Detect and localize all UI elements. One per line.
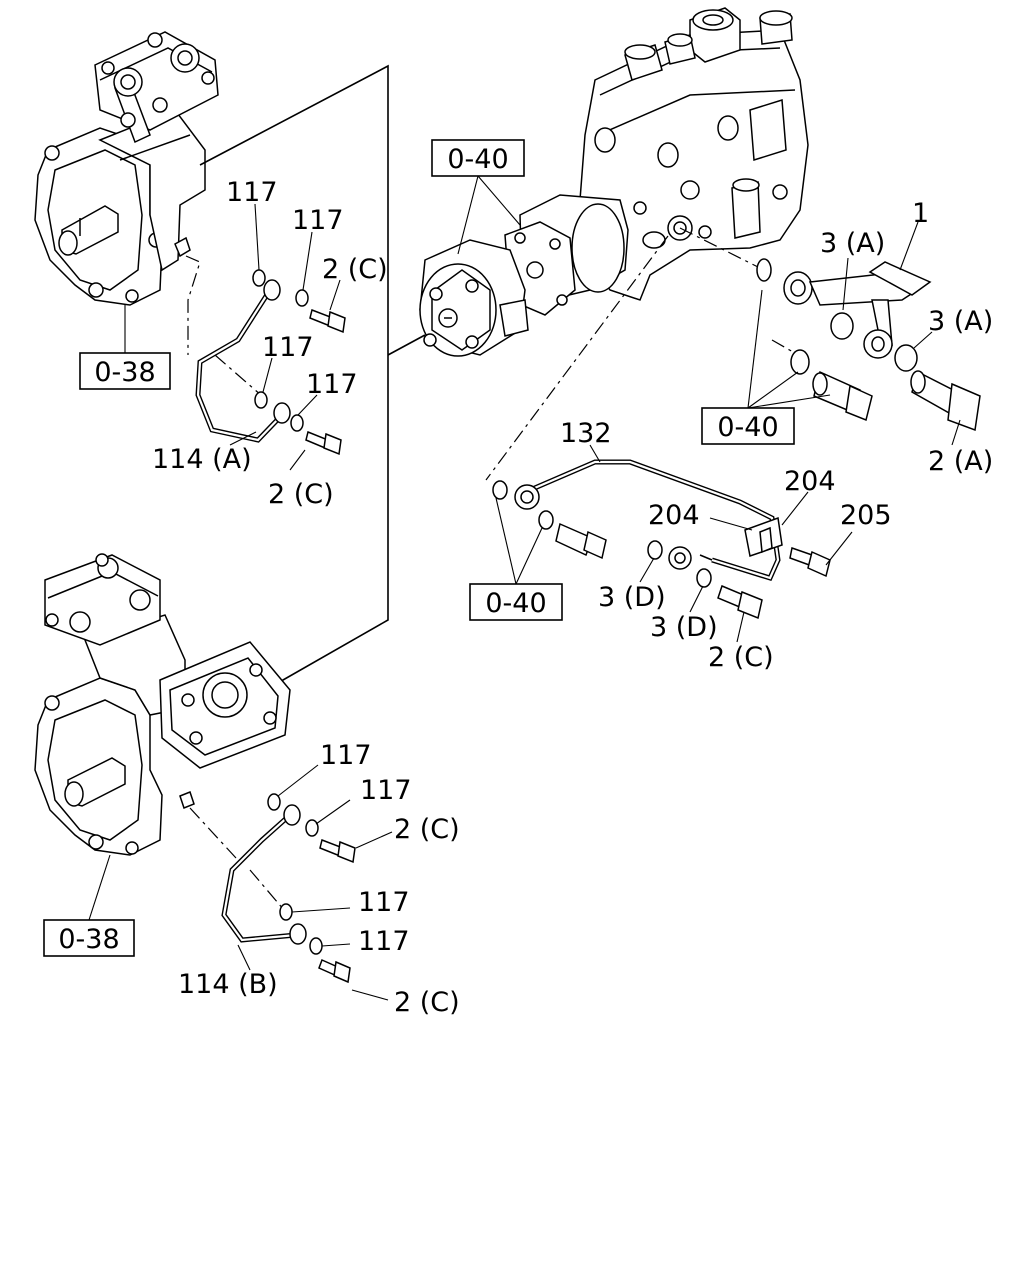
banjo-ref-box bbox=[701, 407, 795, 445]
label-132: 132 bbox=[560, 418, 612, 449]
washer-3a bbox=[756, 258, 772, 282]
washer-3d bbox=[647, 540, 663, 560]
upper-compressor-ref-box bbox=[79, 352, 171, 390]
washer-3d bbox=[696, 568, 712, 588]
upper-air-compressor: 0-38 bbox=[34, 31, 219, 390]
washer-117 bbox=[309, 937, 323, 955]
label-205: 205 bbox=[840, 500, 892, 531]
bolt-2c bbox=[318, 958, 351, 984]
washer-117 bbox=[295, 289, 309, 307]
label-2c: 2 (C) bbox=[394, 814, 460, 845]
washer-3a bbox=[894, 344, 918, 372]
coupling-ref-box bbox=[431, 139, 525, 177]
label-117: 117 bbox=[320, 740, 372, 771]
bolt-2c bbox=[319, 838, 356, 864]
label-3d: 3 (D) bbox=[650, 612, 718, 643]
coupling-ref-label: 0-40 bbox=[447, 144, 508, 175]
label-2c: 2 (C) bbox=[394, 987, 460, 1018]
group-bracket-link bbox=[387, 334, 426, 356]
label-117: 117 bbox=[358, 887, 410, 918]
label-2c: 2 (C) bbox=[708, 642, 774, 673]
washer-117 bbox=[254, 391, 268, 409]
upper-compressor-ref-label: 0-38 bbox=[94, 357, 155, 388]
washer-117 bbox=[279, 903, 293, 921]
lower-air-compressor: 0-38 bbox=[34, 553, 291, 957]
injection-pump: 0-40 bbox=[419, 7, 809, 357]
lower-oil-pipe-114b: 117 117 2 (C) 117 117 114 (B) 2 (C) bbox=[178, 740, 460, 1018]
washer-117 bbox=[290, 414, 304, 432]
washer-117 bbox=[267, 793, 281, 811]
label-117: 117 bbox=[360, 775, 412, 806]
pipe132-ref-box bbox=[469, 583, 563, 621]
label-3a: 3 (A) bbox=[820, 228, 885, 259]
label-117: 117 bbox=[292, 205, 344, 236]
label-204: 204 bbox=[648, 500, 700, 531]
label-3a: 3 (A) bbox=[928, 306, 993, 337]
label-117: 117 bbox=[262, 332, 314, 363]
label-117: 117 bbox=[358, 926, 410, 957]
banjo-ref-label: 0-40 bbox=[717, 412, 778, 443]
banjo-fitting-group: 1 3 (A) 3 (A) 2 (A) bbox=[485, 198, 993, 481]
bolt-2c bbox=[305, 430, 342, 456]
bolt-2c bbox=[309, 308, 346, 334]
label-2c: 2 (C) bbox=[322, 254, 388, 285]
group-bracket bbox=[199, 64, 389, 693]
label-2c: 2 (C) bbox=[268, 479, 334, 510]
lower-compressor-ref-label: 0-38 bbox=[58, 924, 119, 955]
pipe-132-group: 0-40 132 204 204 205 3 (D) 3 (D) 2 (C) bbox=[469, 418, 892, 673]
label-1: 1 bbox=[912, 198, 929, 229]
upper-oil-pipe-114a: 117 117 2 (C) 117 117 114 (A) 2 (C) bbox=[152, 177, 388, 510]
washer-117 bbox=[252, 269, 266, 287]
label-117: 117 bbox=[226, 177, 278, 208]
label-117: 117 bbox=[306, 369, 358, 400]
washer-3a bbox=[830, 312, 854, 340]
washer-117 bbox=[305, 819, 319, 837]
pipe132-ref-label: 0-40 bbox=[485, 588, 546, 619]
banjo-ref-group: 0-40 bbox=[701, 289, 873, 445]
label-3d: 3 (D) bbox=[598, 582, 666, 613]
label-114a: 114 (A) bbox=[152, 444, 252, 475]
label-2a: 2 (A) bbox=[928, 446, 993, 477]
label-114b: 114 (B) bbox=[178, 969, 278, 1000]
label-204: 204 bbox=[784, 466, 836, 497]
